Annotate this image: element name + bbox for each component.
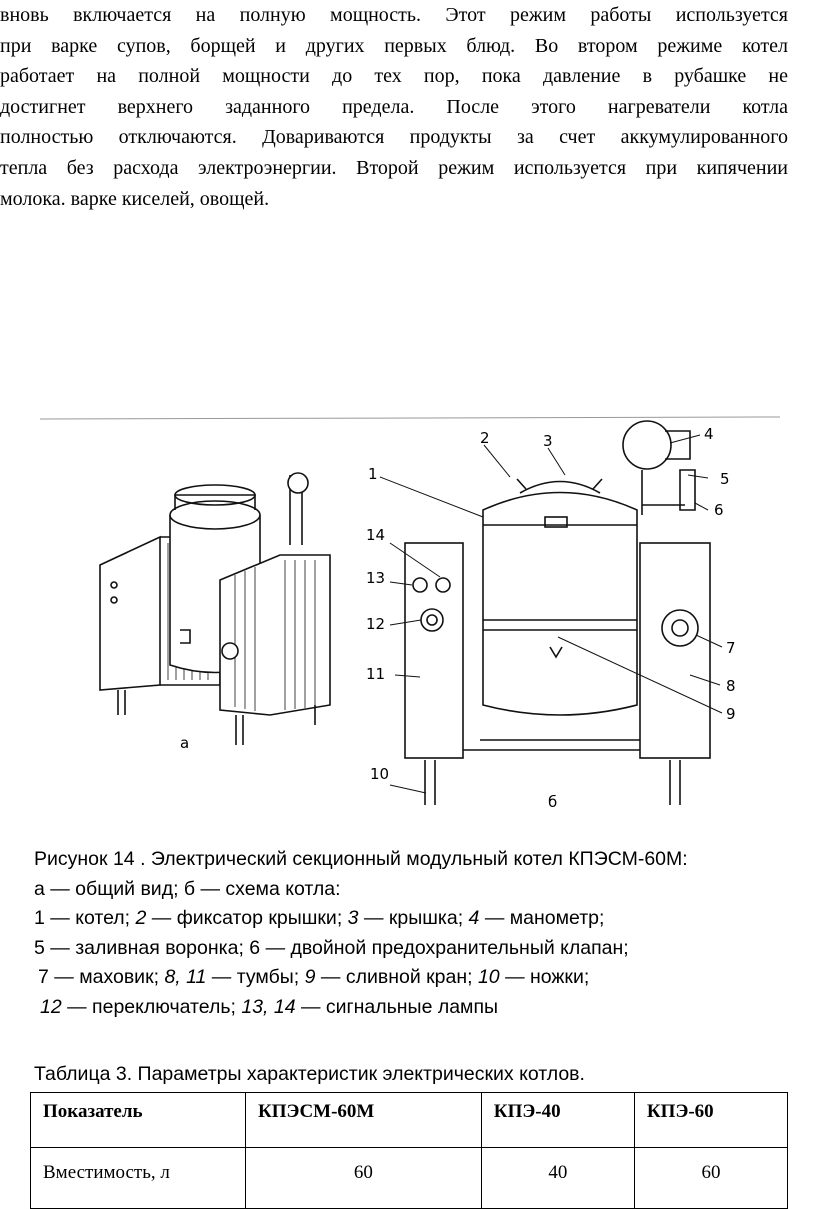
caption-legend-line: 12 — переключатель; 13, 14 — сигнальные … [34, 993, 794, 1023]
legend-text: — фиксатор крышки; [146, 907, 348, 929]
paragraph-line: работает на полной мощности до тех пор, … [0, 65, 788, 88]
caption-subtitle: а — общий вид; б — схема котла: [34, 877, 341, 900]
legend-num: 8, 11 [164, 966, 207, 988]
legend-num: 1 [34, 907, 45, 929]
caption-legend-line: 7 — маховик; 8, 11 — тумбы; 9 — сливной … [34, 963, 794, 993]
legend-num: 13, 14 [241, 995, 296, 1018]
legend-num: 2 [135, 907, 147, 929]
table-cell: 40 [480, 1147, 635, 1209]
schematic-drawing [404, 420, 711, 805]
legend-num: 10 [477, 966, 500, 988]
paragraph-line: полностью отключаются. Довариваются прод… [0, 126, 788, 149]
table-cell: Вместимость, л [30, 1147, 246, 1209]
figure-caption: Рисунок 14 . Электрический секционный мо… [34, 845, 794, 1022]
table-cell: 60 [245, 1147, 482, 1209]
table-header-row: Показатель КПЭСМ-60М КПЭ-40 КПЭ-60 [30, 1092, 789, 1148]
callout-2: 2 [480, 429, 490, 447]
legend-text: — сливной кран; [315, 966, 478, 988]
legend-num: 12 [40, 995, 62, 1018]
paragraph-line: молока. варке киселей, овощей. [0, 187, 270, 210]
legend-num: 5 [34, 936, 45, 959]
callout-12: 12 [366, 615, 385, 633]
legend-text: — сигнальные лампы [295, 995, 499, 1018]
column-header: КПЭ-60 [633, 1092, 789, 1148]
legend-num: 9 [304, 966, 316, 988]
legend-text: — маховик; [48, 966, 165, 988]
legend-num: 3 [347, 907, 359, 929]
callout-8: 8 [726, 677, 736, 695]
callout-10: 10 [370, 765, 389, 783]
callout-7: 7 [726, 639, 736, 657]
sublabel-b: б [548, 793, 557, 811]
column-header: КПЭСМ-60М [245, 1092, 482, 1148]
callout-leaders [379, 434, 723, 794]
table-row: Вместимость, л 60 40 60 [30, 1147, 789, 1209]
callout-6: 6 [714, 501, 724, 519]
legend-text: — тумбы; [206, 966, 305, 988]
paragraph-line: вновь включается на полную мощность. Это… [0, 4, 788, 26]
column-header: КПЭ-40 [480, 1092, 635, 1148]
callout-3: 3 [543, 432, 553, 450]
callout-13: 13 [366, 569, 385, 587]
caption-title: Рисунок 14 . Электрический секционный мо… [34, 848, 688, 870]
legend-num: 6 [249, 936, 261, 959]
callout-4: 4 [704, 425, 714, 443]
legend-text: — двойной предохранительный клапан; [260, 936, 629, 959]
table-title: Таблица 3. Параметры характеристик элект… [34, 1063, 585, 1085]
callout-9: 9 [726, 705, 736, 723]
callout-11: 11 [366, 665, 385, 683]
sublabel-a: а [180, 734, 189, 752]
parameters-table: Показатель КПЭСМ-60М КПЭ-40 КПЭ-60 Вмест… [30, 1092, 789, 1209]
paragraph-line: при варке супов, борщей и других первых … [0, 34, 788, 57]
legend-text: — манометр; [479, 907, 605, 929]
column-header: Показатель [30, 1092, 246, 1148]
legend-text: — крышка; [358, 907, 469, 929]
legend-text: — заливная воронка; [44, 936, 250, 959]
legend-num: 7 [38, 966, 49, 988]
callout-1: 1 [368, 465, 378, 483]
caption-legend-line: 5 — заливная воронка; 6 — двойной предох… [34, 934, 794, 964]
callout-14: 14 [366, 526, 385, 544]
body-paragraph: вновь включается на полную мощность. Это… [0, 0, 788, 214]
legend-text: — котел; [44, 907, 136, 929]
paragraph-line: тепла без расхода электроэнергии. Второй… [0, 156, 788, 179]
boiler-figure: а 1 2 [40, 416, 780, 811]
legend-num: 4 [468, 907, 480, 929]
legend-text: — ножки; [499, 966, 590, 988]
caption-legend-line: 1 — котел; 2 — фиксатор крышки; 3 — крыш… [34, 904, 794, 934]
paragraph-line: достигнет верхнего заданного предела. По… [0, 95, 788, 118]
legend-text: — переключатель; [61, 995, 242, 1018]
callout-5: 5 [720, 470, 730, 488]
table-cell: 60 [633, 1147, 789, 1209]
general-view-drawing [99, 472, 331, 745]
